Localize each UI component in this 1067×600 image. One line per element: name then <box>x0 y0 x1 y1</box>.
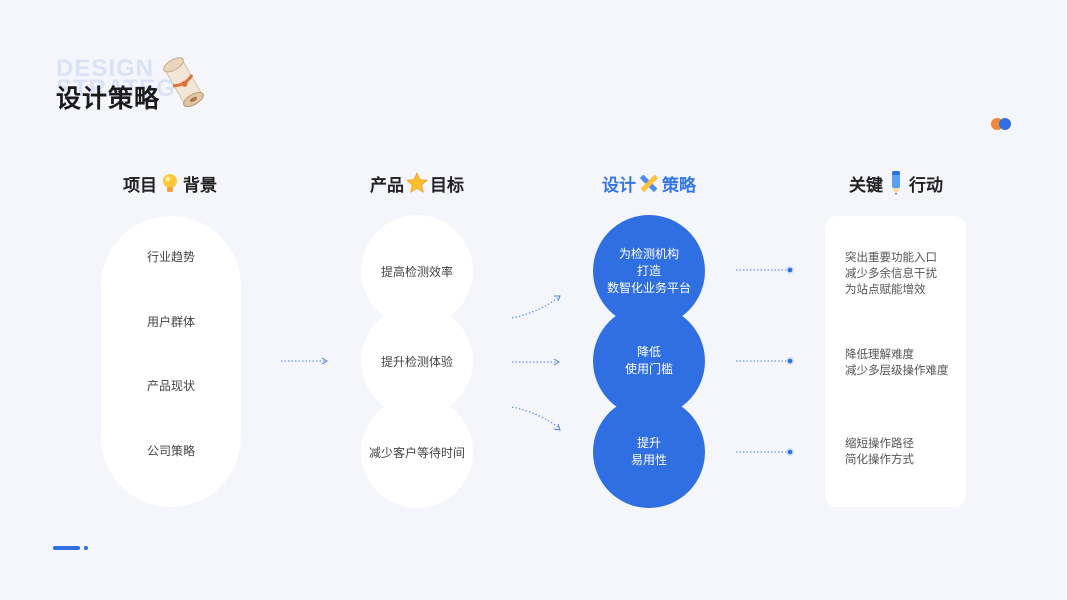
node-dot <box>788 450 793 455</box>
connector-arrow <box>512 407 559 428</box>
node-dot <box>788 268 793 273</box>
node-dot <box>788 359 793 364</box>
decorative-bar <box>53 546 80 550</box>
connector-arrow <box>512 297 559 318</box>
decorative-dot <box>84 546 88 550</box>
